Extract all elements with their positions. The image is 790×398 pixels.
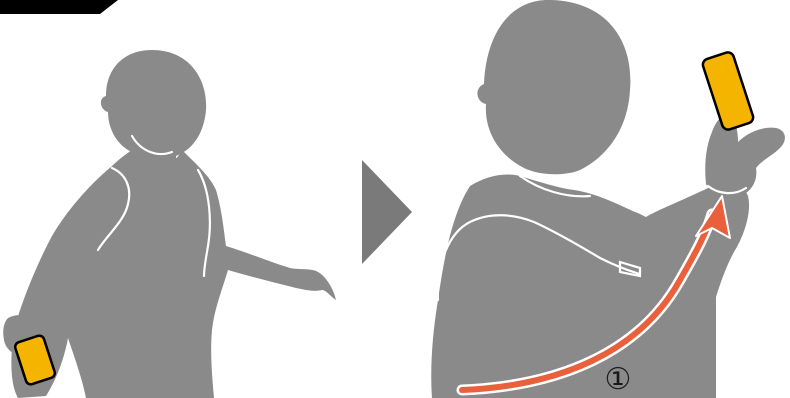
next-step-arrow-icon [362, 160, 412, 264]
right-hand [705, 115, 785, 198]
figure-end-pose [431, 0, 785, 398]
left-torso [11, 150, 336, 398]
right-head [477, 0, 630, 174]
step-number-label: ① [598, 362, 638, 398]
corner-tab [0, 0, 118, 14]
left-head [101, 50, 206, 168]
figure-start-pose [3, 50, 336, 398]
device-icon-raised [701, 51, 754, 131]
